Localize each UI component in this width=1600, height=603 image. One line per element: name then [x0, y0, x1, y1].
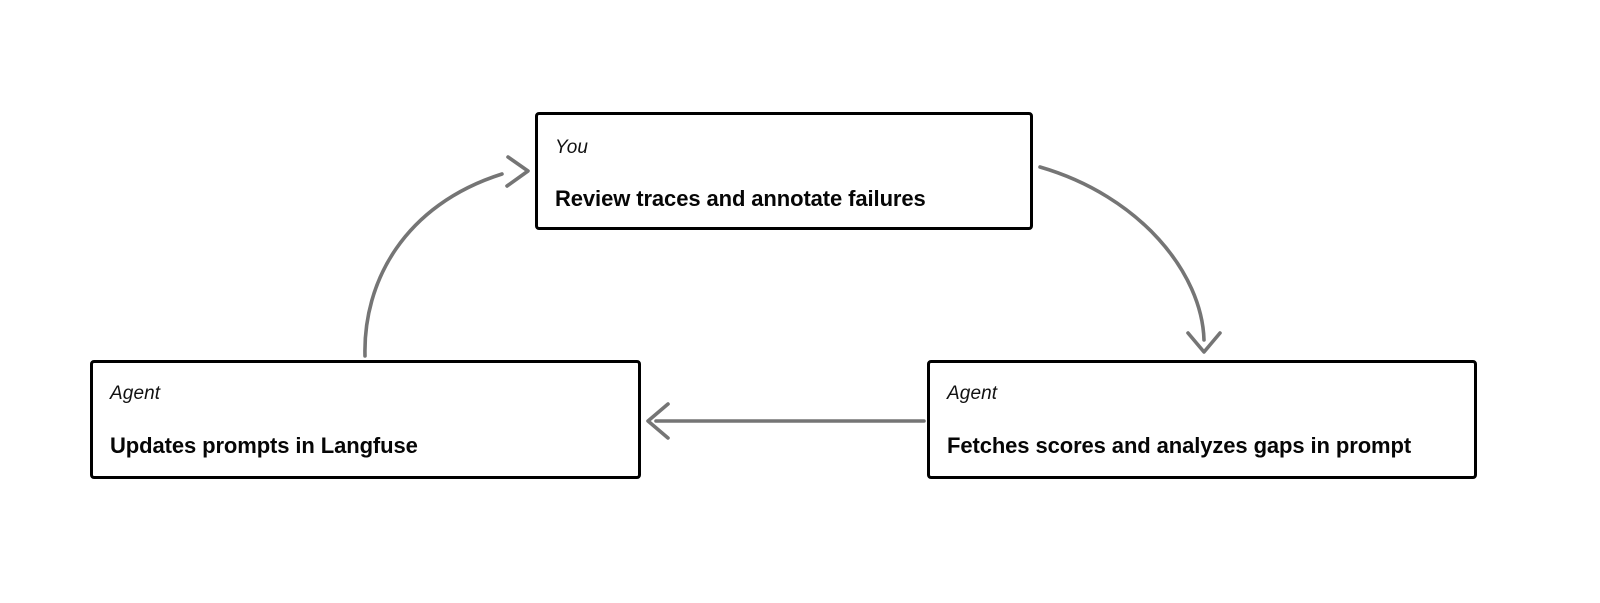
edge-you-to-fetches	[1038, 165, 1222, 354]
node-fetches-scores-title: Fetches scores and analyzes gaps in prom…	[947, 433, 1412, 458]
node-fetches-scores-role: Agent	[947, 383, 998, 404]
node-updates-prompts[interactable]: Agent Updates prompts in Langfuse	[90, 360, 641, 479]
node-you-role: You	[555, 137, 589, 158]
node-you-title: Review traces and annotate failures	[555, 186, 926, 211]
node-updates-prompts-role: Agent	[110, 383, 161, 404]
node-fetches-scores[interactable]: Agent Fetches scores and analyzes gaps i…	[927, 360, 1477, 479]
node-you[interactable]: You Review traces and annotate failures	[535, 112, 1033, 230]
edge-updates-to-you	[363, 155, 530, 358]
edge-fetches-to-updates	[646, 402, 926, 440]
node-updates-prompts-title: Updates prompts in Langfuse	[110, 433, 418, 458]
